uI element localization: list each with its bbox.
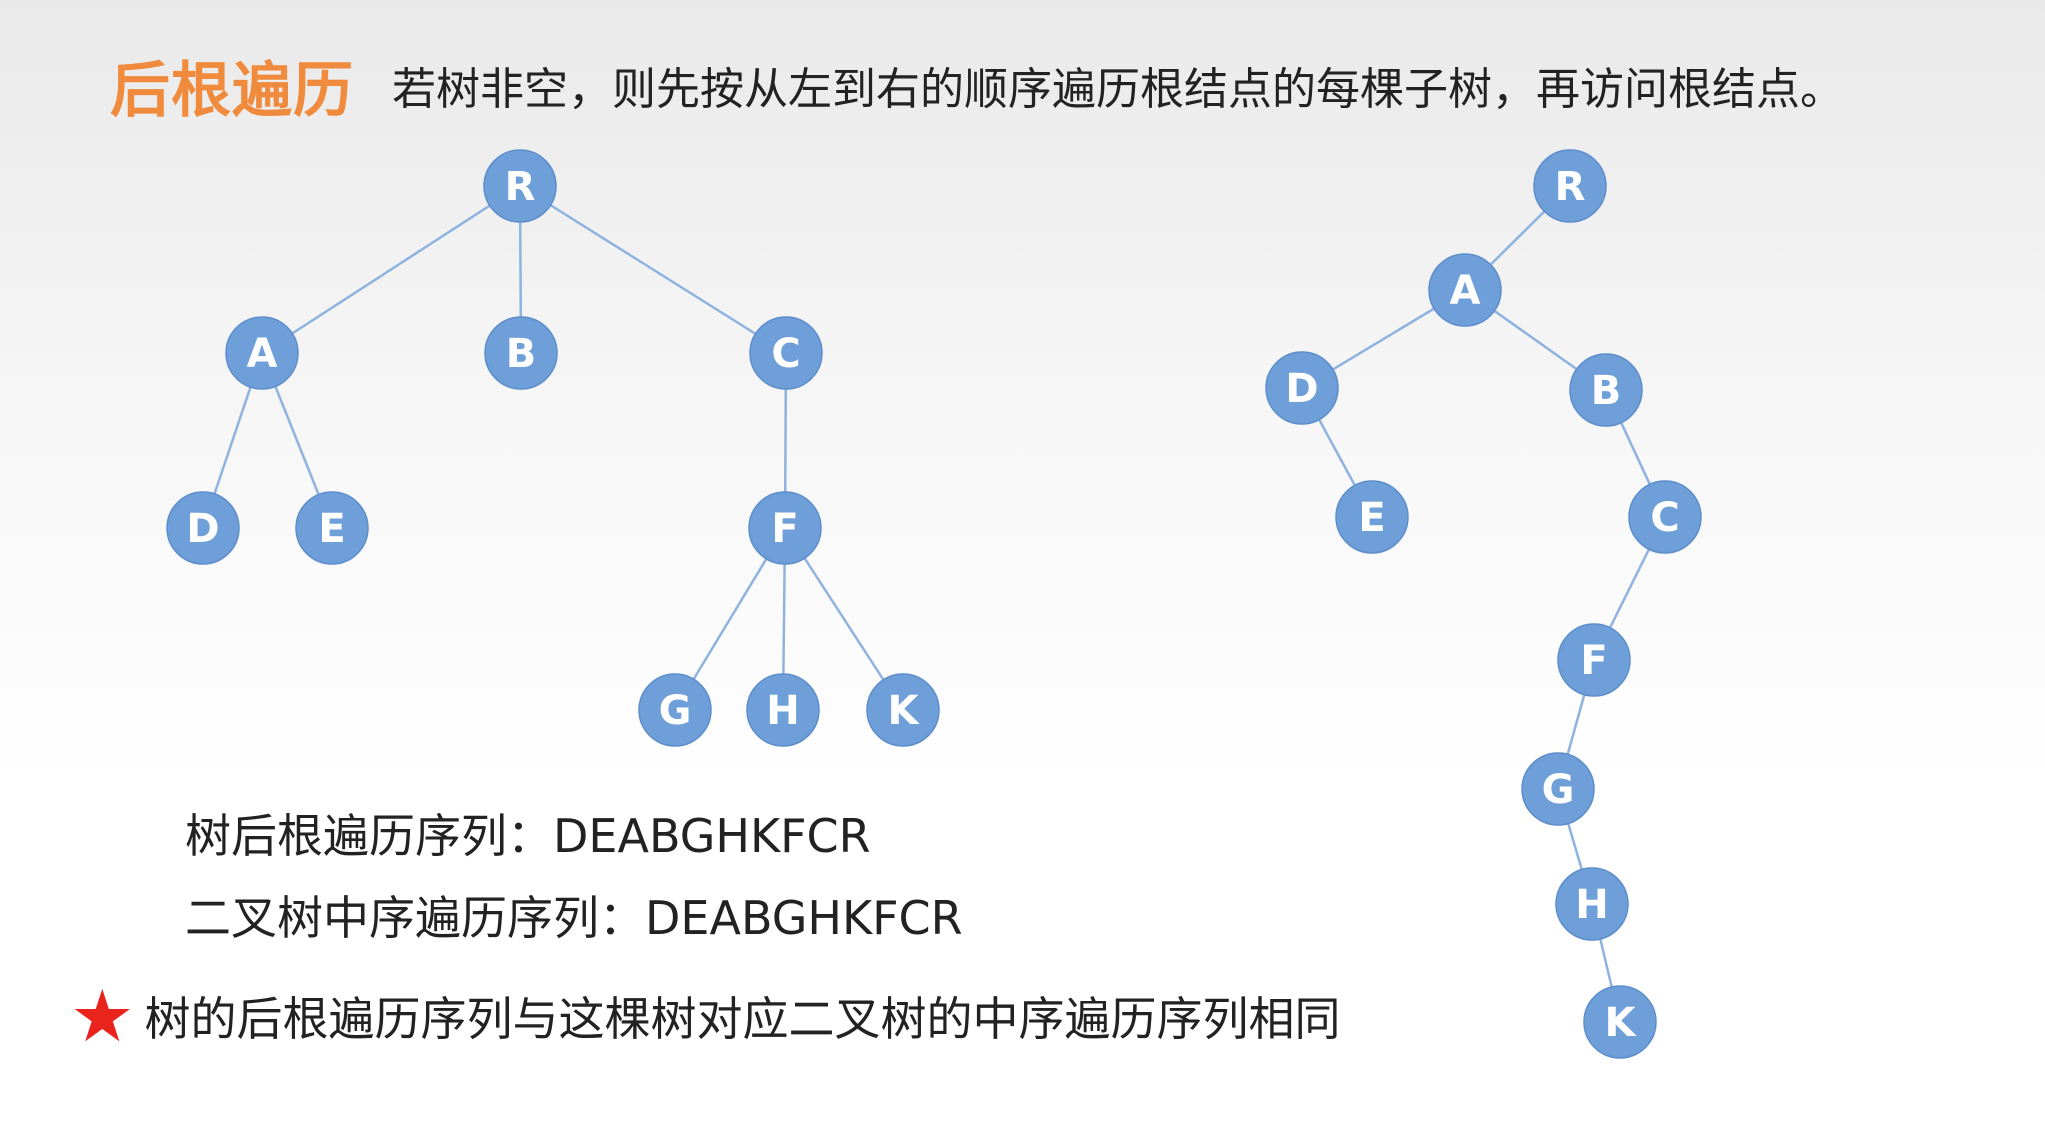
node-label: A [1450,268,1481,314]
node-label: H [1575,882,1608,928]
binary-tree-node-R: R [1533,149,1607,223]
node-label: D [186,506,219,552]
title-line: 后根遍历 若树非空，则先按从左到右的顺序遍历根结点的每棵子树，再访问根结点。 [110,40,1844,130]
binary-tree-node-C: C [1628,480,1702,554]
tree-node-H: H [746,673,820,747]
tree-edge-R-A [261,184,521,355]
tree-node-B: B [484,316,558,390]
node-circle [484,316,558,390]
node-circle [1569,353,1643,427]
star-icon: ★ [70,974,135,1058]
tree-node-G: G [638,673,712,747]
tree-node-R: R [483,149,557,223]
node-circle [166,491,240,565]
node-circle [638,673,712,747]
title-description: 若树非空，则先按从左到右的顺序遍历根结点的每棵子树，再访问根结点。 [392,64,1844,115]
node-label: F [771,506,798,552]
binary-tree-node-E: E [1335,480,1409,554]
tree-node-C: C [749,316,823,390]
tree-edge-R-C [519,184,787,355]
binary-tree-node-B: B [1569,353,1643,427]
binary-tree-node-K: K [1583,985,1657,1059]
node-label: K [888,688,921,734]
node-label: A [247,331,278,377]
node-label: F [1580,638,1607,684]
node-circle [1583,985,1657,1059]
node-circle [1521,752,1595,826]
nodes-layer: R A B C D E F G H K R A D B E C F G H K [166,149,1702,1059]
title-main: 后根遍历 [110,55,354,126]
node-circle [748,491,822,565]
tree-node-D: D [166,491,240,565]
node-label: E [1358,495,1385,541]
node-circle [1628,480,1702,554]
binary-inorder-sequence: 二叉树中序遍历序列：DEABGHKFCR [185,891,963,945]
note: ★ 树的后根遍历序列与这棵树对应二叉树的中序遍历序列相同 [70,980,1341,1052]
node-circle [1335,480,1409,554]
node-label: C [1650,495,1679,541]
node-circle [1265,351,1339,425]
binary-tree-node-H: H [1555,867,1629,941]
node-label: B [1591,368,1622,414]
node-circle [1557,623,1631,697]
node-label: K [1605,1000,1638,1046]
note-text: 树的后根遍历序列与这棵树对应二叉树的中序遍历序列相同 [144,992,1341,1046]
binary-tree-node-A: A [1428,253,1502,327]
node-label: R [505,164,536,210]
node-label: D [1285,366,1318,412]
binary-tree-node-D: D [1265,351,1339,425]
node-label: C [771,331,800,377]
node-circle [225,316,299,390]
node-label: E [318,506,345,552]
node-label: R [1555,164,1586,210]
node-circle [1555,867,1629,941]
node-label: B [506,331,537,377]
node-circle [1533,149,1607,223]
tree-node-F: F [748,491,822,565]
node-circle [746,673,820,747]
tree-node-A: A [225,316,299,390]
node-label: H [766,688,799,734]
binary-tree-node-G: G [1521,752,1595,826]
tree-node-E: E [295,491,369,565]
node-circle [295,491,369,565]
tree-postorder-sequence: 树后根遍历序列：DEABGHKFCR [185,809,871,863]
node-label: G [1542,767,1575,813]
node-circle [749,316,823,390]
node-circle [866,673,940,747]
node-circle [483,149,557,223]
tree-node-K: K [866,673,940,747]
node-label: G [659,688,692,734]
binary-tree-node-F: F [1557,623,1631,697]
node-circle [1428,253,1502,327]
